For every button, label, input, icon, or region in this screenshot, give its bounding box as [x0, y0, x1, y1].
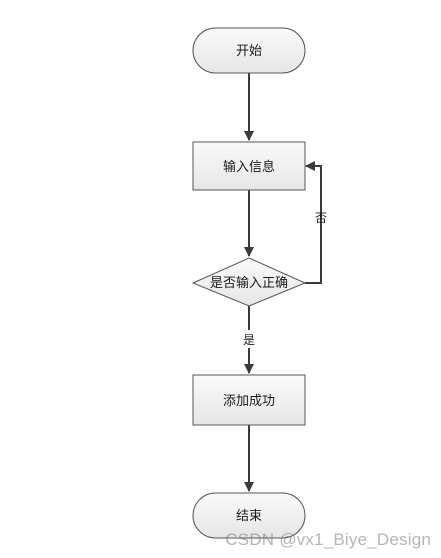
terminator-shape	[192, 492, 306, 539]
node-input-label: 输入信息	[223, 159, 275, 175]
flowchart-edges	[244, 73, 322, 492]
watermark-text: CSDN @vx1_Biye_Design	[225, 530, 431, 549]
edge-label-no: 否	[315, 211, 327, 225]
node-check-label: 是否输入正确	[210, 275, 288, 291]
edge-label-yes: 是	[243, 333, 255, 347]
node-start-label: 开始	[236, 44, 262, 59]
decision-shape	[191, 257, 307, 307]
node-success: 添加成功	[192, 374, 306, 426]
process-shape	[192, 141, 306, 191]
edge-check-no-to-input	[305, 161, 322, 284]
node-start: 开始	[192, 27, 306, 74]
node-input: 输入信息	[192, 141, 306, 191]
node-check: 是否输入正确	[191, 257, 307, 307]
node-end: 结束	[192, 492, 306, 539]
process-shape	[192, 374, 306, 426]
terminator-shape	[192, 27, 306, 74]
node-success-label: 添加成功	[223, 394, 275, 409]
node-end-label: 结束	[236, 509, 262, 524]
